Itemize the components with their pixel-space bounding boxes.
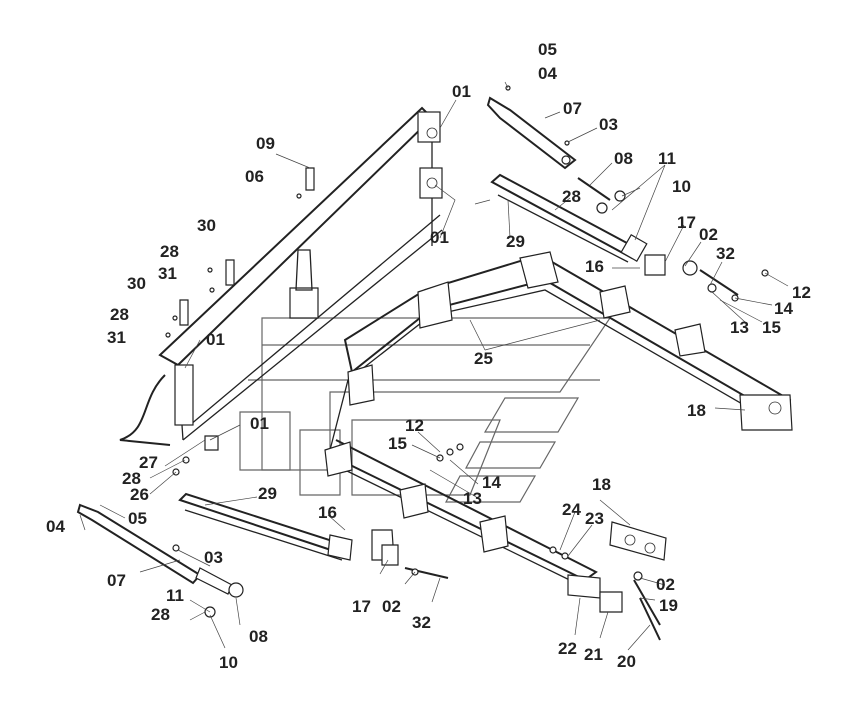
callout-label: 01 [206,330,225,349]
callout-label: 02 [656,575,675,594]
callout-label: 29 [506,232,525,251]
callout-label: 18 [687,401,706,420]
callout-label: 17 [677,213,696,232]
callout-label: 08 [249,627,268,646]
lower-right-hitch [549,521,667,641]
lower-cylinder [178,492,449,579]
callout-label: 16 [318,503,337,522]
callout-label: 04 [538,64,557,83]
callout-label: 04 [46,517,65,536]
callout-label: 28 [122,469,141,488]
callout-label: 11 [166,586,184,605]
callout-label: 24 [562,500,581,519]
callout-label: 14 [774,299,793,318]
callout-label: 30 [197,216,216,235]
callout-label: 02 [382,597,401,616]
callout-label: 01 [430,228,449,247]
fastener-set [165,167,769,476]
callout-label: 03 [204,548,223,567]
callout-label: 28 [151,605,170,624]
upper-right-arm [324,251,793,591]
top-crossbar [119,106,443,446]
callout-label: 25 [474,349,493,368]
callout-label: 12 [405,416,424,435]
callout-label: 13 [730,318,749,337]
callout-label: 16 [585,257,604,276]
callout-label: 19 [659,596,678,615]
upper-cylinder [490,173,739,296]
callout-label: 30 [127,274,146,293]
callout-label: 15 [388,434,407,453]
callout-label: 26 [130,485,149,504]
callout-label: 02 [699,225,718,244]
callout-label: 07 [563,99,582,118]
callout-label: 17 [352,597,371,616]
top-pin-stack [486,85,611,201]
callout-label: 06 [245,167,264,186]
callout-label: 03 [599,115,618,134]
callout-label: 27 [139,453,158,472]
callout-label: 01 [250,414,269,433]
callout-label: 12 [792,283,811,302]
callout-label: 32 [716,244,735,263]
watermark-logo [239,317,612,503]
callout-label: 31 [107,328,126,347]
callout-label: 22 [558,639,577,658]
callout-label: 29 [258,484,277,503]
callout-label: 15 [762,318,781,337]
callout-label: 14 [482,473,501,492]
callout-label: 08 [614,149,633,168]
callout-label: 05 [128,509,147,528]
lower-pin-stack [76,503,244,618]
callout-label: 28 [110,305,129,324]
callout-label: 10 [672,177,691,196]
callout-label: 31 [158,264,177,283]
callout-label: 28 [562,187,581,206]
callout-label: 32 [412,613,431,632]
callout-label: 05 [538,40,557,59]
callout-label: 23 [585,509,604,528]
callout-label: 09 [256,134,275,153]
callout-label: 13 [463,489,482,508]
callout-label: 01 [452,82,471,101]
callout-label: 28 [160,242,179,261]
callout-label: 20 [617,652,636,671]
callout-label: 07 [107,571,126,590]
callout-labels: 05 04 01 07 03 09 08 11 06 10 28 01 30 1… [46,40,811,672]
callout-label: 21 [584,645,603,664]
callout-label: 11 [658,149,676,168]
leader-lines [79,81,789,651]
callout-label: 18 [592,475,611,494]
callout-label: 10 [219,653,238,672]
